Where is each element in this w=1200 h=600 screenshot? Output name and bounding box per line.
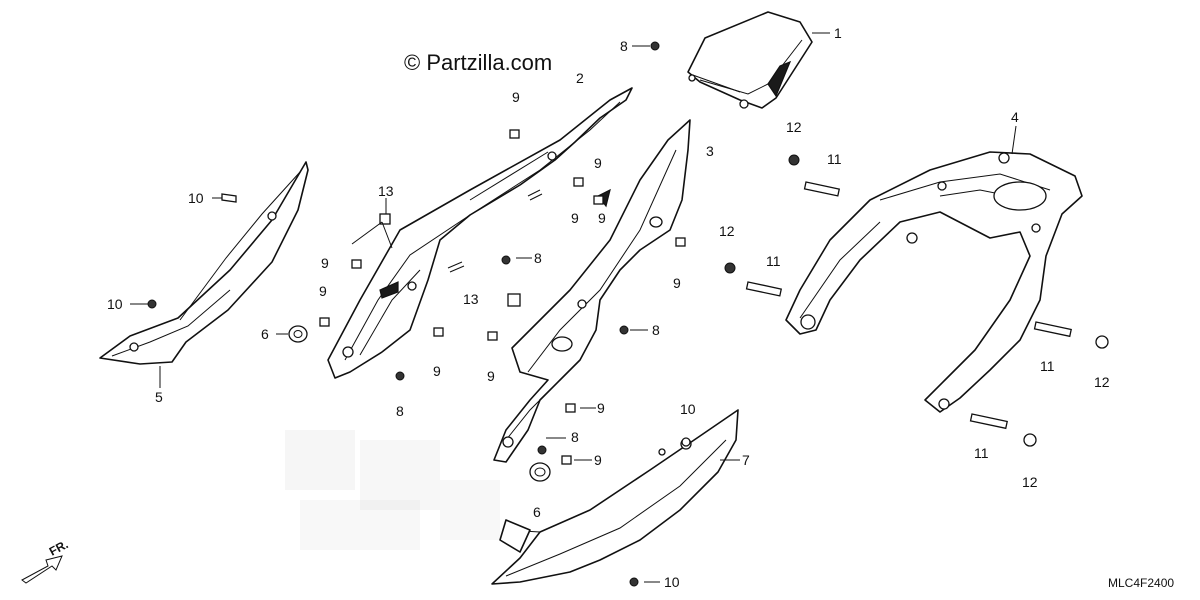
part-5-left-lower-panel (99, 161, 309, 365)
hardware-screws-and-clips (147, 41, 1109, 587)
callout-8-lower-left: 8 (396, 403, 404, 419)
callout-11-c: 11 (1040, 358, 1055, 374)
callout-9-c: 9 (571, 210, 579, 226)
part-1-seat-cowl (687, 11, 813, 109)
diagram-code: MLC4F2400 (1108, 576, 1174, 590)
part-6-grommet-right (529, 462, 551, 482)
callout-8-right: 8 (652, 322, 660, 338)
leader-lines (130, 32, 1017, 583)
callout-13-lower: 13 (463, 291, 479, 307)
part-3-right-side-cover (493, 119, 691, 463)
callout-11-a: 11 (827, 151, 842, 167)
callout-9-g: 9 (673, 275, 681, 291)
part-4-grab-rail (785, 151, 1083, 413)
callout-9-j: 9 (597, 400, 605, 416)
callout-9-k: 9 (594, 452, 602, 468)
callout-10-bottom: 10 (664, 574, 680, 590)
callout-3: 3 (706, 143, 714, 159)
callout-9-b: 9 (594, 155, 602, 171)
watermark-text: © Partzilla.com (404, 50, 552, 75)
callout-12-c: 12 (1094, 374, 1110, 390)
callout-9-i: 9 (487, 368, 495, 384)
callout-11-d: 11 (974, 445, 989, 461)
callout-12-a: 12 (786, 119, 802, 135)
callout-6-right: 6 (533, 504, 541, 520)
callout-11-b: 11 (766, 253, 781, 269)
front-direction-label: FR. (47, 537, 71, 558)
callout-8-upper: 8 (534, 250, 542, 266)
callout-8-cowl: 8 (620, 38, 628, 54)
callout-labels: 1 2 3 4 5 6 6 7 8 8 8 8 8 9 9 9 9 9 9 9 … (107, 25, 1110, 590)
callout-13-upper: 13 (378, 183, 394, 199)
callout-10-upper-left: 10 (188, 190, 204, 206)
front-direction-arrow: FR. (21, 537, 71, 584)
callout-9-e: 9 (321, 255, 329, 271)
callout-12-b: 12 (719, 223, 735, 239)
callout-9-f: 9 (319, 283, 327, 299)
callout-2: 2 (576, 70, 584, 86)
callout-9-h: 9 (433, 363, 441, 379)
part-6-grommet-left (288, 325, 308, 343)
background-watermark-pattern (285, 430, 500, 550)
part-2-left-side-cover (327, 87, 633, 379)
part-7-right-lower-panel (491, 409, 739, 585)
callout-8-bottom: 8 (571, 429, 579, 445)
callout-7: 7 (742, 452, 750, 468)
callout-12-d: 12 (1022, 474, 1038, 490)
callout-9-a: 9 (512, 89, 520, 105)
callout-10-lower-left: 10 (107, 296, 123, 312)
callout-1: 1 (834, 25, 842, 41)
callout-5: 5 (155, 389, 163, 405)
callout-9-d: 9 (598, 210, 606, 226)
callout-6-left: 6 (261, 326, 269, 342)
callout-10-panel: 10 (680, 401, 696, 417)
callout-4: 4 (1011, 109, 1019, 125)
